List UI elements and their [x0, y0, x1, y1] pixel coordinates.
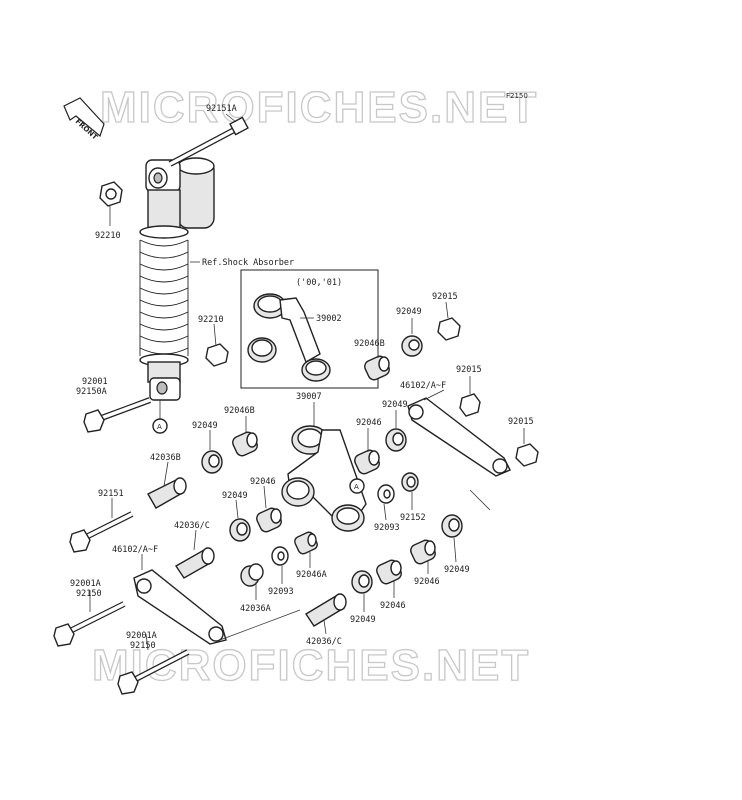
collar-42036c-lower	[305, 593, 347, 627]
label-42036c-b: 42036/C	[306, 637, 342, 647]
shock-absorber	[139, 157, 215, 401]
label-39002: 39002	[316, 314, 342, 324]
label-92049-d: 92049	[222, 491, 248, 501]
label-92093-b: 92093	[268, 587, 294, 597]
collar-42036c-upper	[175, 547, 215, 579]
label-92046b-b: 92046B	[224, 406, 255, 416]
label-92046a: 92046A	[296, 570, 327, 580]
inset-box: ('00,'01)	[240, 269, 379, 389]
rocker-arm-39007	[281, 425, 367, 532]
label-92152: 92152	[400, 513, 426, 523]
label-92001a-b: 92001A	[126, 631, 157, 641]
label-92093-a: 92093	[374, 523, 400, 533]
label-42036b: 42036B	[150, 453, 181, 463]
label-92151a: 92151A	[206, 104, 237, 114]
watermark-top: MICROFICHES.NET	[100, 83, 538, 132]
bearing-92046-d	[376, 559, 402, 585]
part-labels: 92151A 92210 92210 92001 92150A 39002 92…	[70, 104, 534, 651]
washer-92093-b	[271, 546, 289, 566]
nut-92210-top	[99, 181, 123, 207]
label-42036c-a: 42036/C	[174, 521, 210, 531]
label-92015-b: 92015	[456, 365, 482, 375]
label-92150-b: 92150	[130, 641, 156, 651]
nut-92015-a	[437, 317, 461, 341]
label-92046-d: 92046	[380, 601, 406, 611]
label-42036a: 42036A	[240, 604, 271, 614]
front-arrow-icon: FRONT	[63, 97, 105, 142]
label-92049-b: 92049	[382, 400, 408, 410]
seal-92049-c	[201, 450, 223, 474]
callout-a-rocker-label: A	[354, 483, 359, 491]
callout-a-shock-label: A	[157, 423, 162, 431]
label-92210-mid: 92210	[198, 315, 224, 325]
label-92150a: 92150A	[76, 387, 107, 397]
bolt-92151a	[168, 116, 249, 167]
seal-92049-a	[401, 335, 423, 357]
label-92046-c: 92046	[414, 577, 440, 587]
bearing-92046-a	[354, 449, 380, 475]
leader-lines	[89, 113, 525, 651]
watermark-bottom: MICROFICHES.NET	[92, 641, 530, 690]
inset-year-label: ('00,'01)	[296, 278, 342, 288]
label-46102-a: 46102/A~F	[400, 381, 446, 391]
bolt-92151	[69, 511, 134, 553]
bearing-92046-b	[256, 507, 282, 533]
tie-rod-left	[133, 569, 227, 645]
label-92150-a: 92150	[76, 589, 102, 599]
bolt-92001a-lower	[117, 649, 190, 695]
label-92046-a: 92046	[356, 418, 382, 428]
collar-92152	[401, 472, 419, 492]
seal-92049-f	[351, 570, 373, 594]
seal-92049-d	[229, 518, 251, 542]
bolt-92001	[83, 397, 152, 433]
label-92001a-a: 92001A	[70, 579, 101, 589]
washer-92093-a	[377, 484, 395, 504]
label-92210-top: 92210	[95, 231, 121, 241]
label-92015-c: 92015	[508, 417, 534, 427]
bolt-92001a-upper	[53, 601, 126, 647]
callout-a-rocker	[349, 478, 365, 494]
bearing-92046a	[294, 531, 318, 555]
collar-42036a	[240, 563, 264, 587]
ref-shock-label: Ref.Shock Absorber	[202, 258, 294, 268]
seal-92049-e	[441, 514, 463, 538]
label-39007: 39007	[296, 392, 322, 402]
label-46102-b: 46102/A~F	[112, 545, 158, 555]
label-92046b-a: 92046B	[354, 339, 385, 349]
label-92049-c: 92049	[192, 421, 218, 431]
label-92001: 92001	[82, 377, 108, 387]
label-92049-e: 92049	[444, 565, 470, 575]
label-92046-b: 92046	[250, 477, 276, 487]
label-92151: 92151	[98, 489, 124, 499]
seal-92049-b	[385, 428, 407, 452]
bearing-92046b-a	[364, 355, 390, 381]
nut-92210-mid	[205, 343, 229, 367]
bearing-92046b-b	[232, 431, 258, 457]
tie-rod-right	[407, 397, 511, 477]
collar-42036b	[147, 477, 187, 509]
nut-92015-b	[459, 393, 481, 417]
bearing-92046-c	[410, 539, 436, 565]
label-92015-a: 92015	[432, 292, 458, 302]
diagram-code: F2150	[506, 92, 528, 100]
label-92049-a: 92049	[396, 307, 422, 317]
label-92049-f: 92049	[350, 615, 376, 625]
nut-92015-c	[515, 443, 539, 467]
